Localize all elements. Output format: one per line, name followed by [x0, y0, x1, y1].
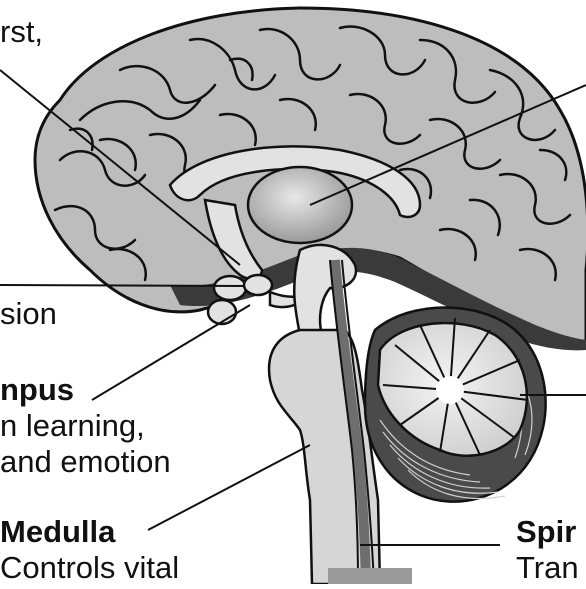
label-hippocampus-title: npus: [0, 372, 74, 408]
label-medulla-title: Medulla: [0, 514, 115, 550]
thalamus: [248, 167, 352, 243]
label-top-left: rst,: [0, 14, 43, 50]
label-spinal-desc: Tran: [516, 550, 579, 586]
label-medulla-desc: Controls vital: [0, 550, 179, 586]
midbrain: [294, 245, 356, 335]
spinal-base: [328, 568, 412, 584]
label-hippocampus-line1: n learning,: [0, 408, 145, 444]
label-left-mid: sion: [0, 296, 57, 332]
cerebellum: [365, 308, 546, 502]
label-spinal-title: Spir: [516, 514, 576, 550]
label-hippocampus-line2: and emotion: [0, 444, 171, 480]
